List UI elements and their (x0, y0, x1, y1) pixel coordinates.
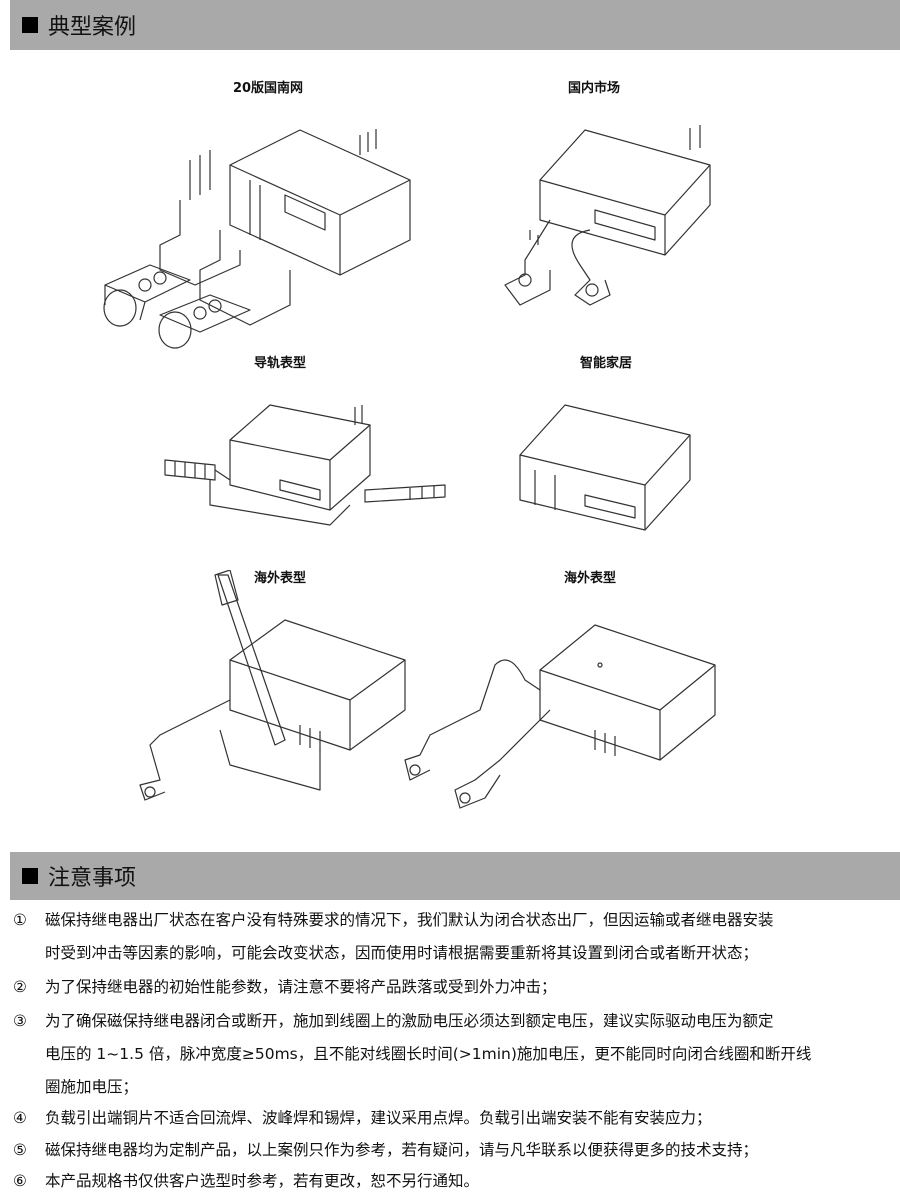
note-line: 时受到冲击等因素的影响，可能会改变状态，因而使用时请根据需要重新将其设置到闭合或… (45, 944, 759, 962)
note-item: ① 磁保持继电器出厂状态在客户没有特殊要求的情况下，我们默认为闭合状态出厂，但因… (10, 904, 880, 970)
note-line: 为了确保磁保持继电器闭合或断开，施加到线圈上的激励电压必须达到额定电压，建议实际… (45, 1012, 774, 1030)
relay-image-din-rail (160, 395, 460, 535)
case-caption: 海外表型 (563, 571, 616, 586)
section-header-notes: 注意事项 (10, 852, 900, 900)
section-header-typical-cases: 典型案例 (10, 0, 900, 50)
section-title: 典型案例 (48, 15, 137, 40)
note-number: ② (13, 978, 27, 996)
note-line: 圈施加电压； (45, 1078, 139, 1096)
section-title: 注意事项 (48, 866, 137, 891)
relay-image-domestic (490, 120, 720, 310)
note-item: ⑤ 磁保持继电器均为定制产品，以上案例只作为参考，若有疑问，请与凡华联系以便获得… (10, 1134, 880, 1167)
square-bullet-icon (22, 868, 38, 884)
relay-image-smart-home (515, 400, 695, 535)
note-item: ② 为了保持继电器的初始性能参数，请注意不要将产品跌落或受到外力冲击； (10, 971, 880, 1004)
note-line: 电压的 1~1.5 倍，脉冲宽度≥50ms，且不能对线圈长时间(>1min)施加… (45, 1045, 812, 1063)
case-caption: 国内市场 (567, 81, 620, 96)
square-bullet-icon (22, 17, 38, 33)
note-line: 磁保持继电器均为定制产品，以上案例只作为参考，若有疑问，请与凡华联系以便获得更多… (45, 1141, 759, 1159)
note-number: ① (13, 911, 27, 929)
case-caption: 智能家居 (579, 356, 632, 371)
note-number: ⑤ (13, 1141, 27, 1159)
relay-image-overseas-meter-2 (400, 610, 720, 815)
note-number: ⑥ (13, 1172, 27, 1190)
relay-image-grid-type (100, 120, 420, 350)
note-item: ③ 为了确保磁保持继电器闭合或断开，施加到线圈上的激励电压必须达到额定电压，建议… (10, 1005, 880, 1104)
note-line: 磁保持继电器出厂状态在客户没有特殊要求的情况下，我们默认为闭合状态出厂，但因运输… (45, 911, 774, 929)
note-line: 为了保持继电器的初始性能参数，请注意不要将产品跌落或受到外力冲击； (45, 978, 557, 996)
case-caption: 20版国南网 (232, 81, 304, 96)
case-caption: 导轨表型 (253, 356, 306, 371)
note-item: ⑥ 本产品规格书仅供客户选型时参考，若有更改，恕不另行通知。 (10, 1165, 880, 1198)
note-line: 负载引出端铜片不适合回流焊、波峰焊和锡焊，建议采用点焊。负载引出端安装不能有安装… (45, 1109, 712, 1127)
note-number: ③ (13, 1012, 27, 1030)
note-line: 本产品规格书仅供客户选型时参考，若有更改，恕不另行通知。 (45, 1172, 480, 1190)
case-caption: 海外表型 (253, 571, 306, 586)
note-number: ④ (13, 1109, 27, 1127)
relay-image-overseas-meter-1 (120, 569, 410, 810)
note-item: ④ 负载引出端铜片不适合回流焊、波峰焊和锡焊，建议采用点焊。负载引出端安装不能有… (10, 1102, 880, 1135)
